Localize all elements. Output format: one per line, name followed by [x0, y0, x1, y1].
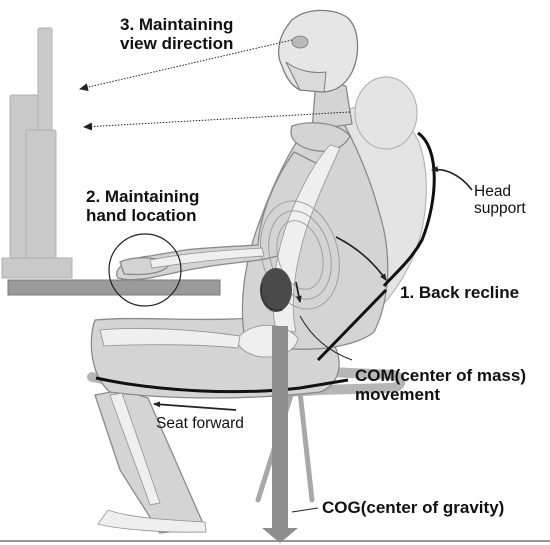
- cog-label: COG(center of gravity): [322, 498, 504, 517]
- hand-location-label: 2. Maintaining hand location: [86, 187, 199, 225]
- com-label: COM(center of mass) movement: [355, 366, 526, 404]
- back-recline-label: 1. Back recline: [400, 283, 519, 302]
- view-direction-label: 3. Maintaining view direction: [120, 15, 233, 53]
- seat-forward-arrow: [154, 404, 236, 410]
- skull: [279, 10, 358, 92]
- cog-leader-line: [292, 508, 318, 512]
- head-support-arrow: [432, 170, 472, 190]
- seat-forward-label: Seat forward: [156, 415, 244, 432]
- head-support-label: Head support: [474, 183, 526, 218]
- monitor: [2, 28, 72, 278]
